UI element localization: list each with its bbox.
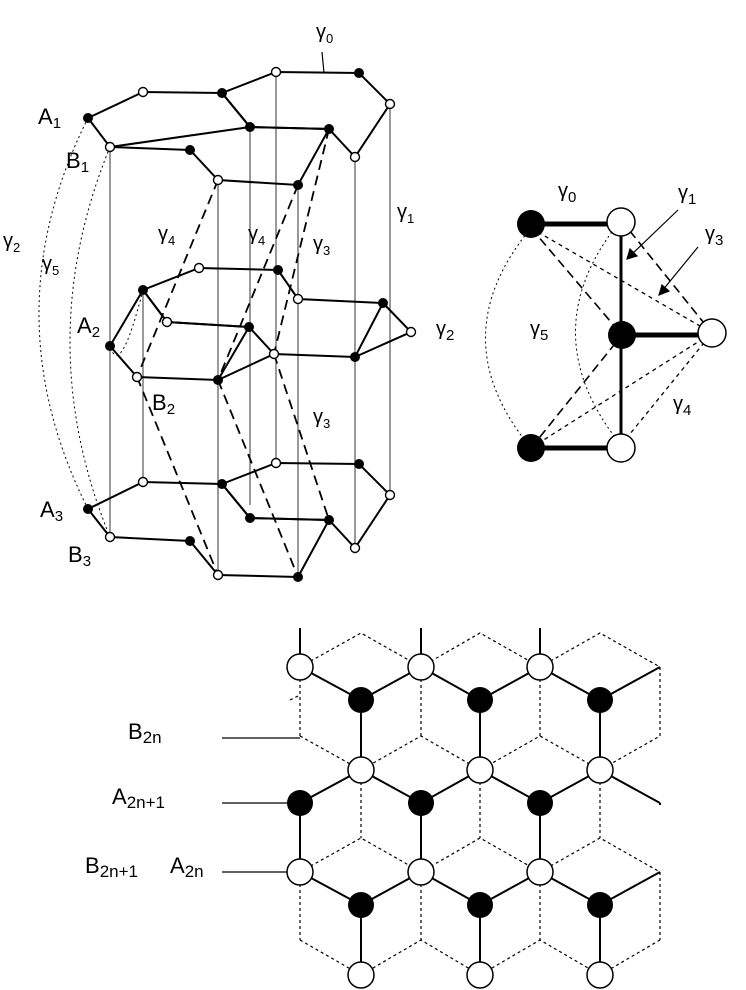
label-gamma4-b: γ4 [248, 223, 265, 248]
label-gamma3-a: γ3 [313, 233, 330, 258]
gamma0-leader [321, 51, 325, 74]
right-arrows [626, 209, 699, 297]
label-gamma5: γ5 [42, 253, 59, 278]
dotted-lattice [289, 632, 661, 976]
right-label-gamma4: γ4 [673, 393, 691, 419]
hopping-parameters-panel: γ0 γ1 γ3 γ2 γ5 γ4 [436, 180, 727, 463]
filled-atoms-left [83, 68, 388, 582]
open-atoms-left [104, 66, 417, 581]
right-dotted-arcs [485, 219, 622, 449]
label-gamma4-a: γ4 [158, 223, 175, 248]
label-A2: A2 [77, 313, 100, 341]
label-A1: A1 [38, 104, 61, 132]
stacked-layers-panel: γ0 γ1 γ2 γ5 γ4 γ4 γ3 γ3 A1 B1 A2 B2 A3 B… [3, 21, 417, 582]
label-gamma1: γ1 [397, 201, 414, 226]
right-label-gamma2: γ2 [436, 318, 454, 344]
right-filled-atom-bottom [517, 434, 545, 462]
right-filled-atom-top [517, 210, 545, 238]
layer-1-bonds [87, 70, 392, 187]
label-gamma3-b: γ3 [313, 406, 330, 431]
right-label-gamma5: γ5 [530, 318, 548, 344]
open-atoms-bottom [286, 653, 614, 989]
dotted-long-range-bonds [38, 117, 144, 538]
right-label-gamma0: γ0 [558, 180, 576, 206]
right-label-gamma1: γ1 [678, 182, 696, 208]
layer-3-bonds [86, 461, 392, 579]
right-open-atom-top [606, 207, 636, 237]
label-B3: B3 [68, 542, 91, 570]
right-filled-atom-mid [608, 321, 636, 349]
bottom-label-B2n: B2n [128, 719, 162, 747]
honeycomb-top-view-panel: B2n A2n+1 B2n+1 A2n [85, 628, 661, 989]
label-gamma0: γ0 [316, 21, 333, 46]
layer-2-bonds [108, 266, 413, 382]
label-B1: B1 [66, 148, 89, 176]
right-open-atom-bottom [606, 433, 636, 463]
right-open-atom-right [697, 318, 727, 348]
label-B2: B2 [152, 390, 175, 418]
bottom-label-B2n1: B2n+1 [85, 853, 138, 881]
filled-atoms-bottom [287, 687, 613, 918]
right-label-gamma3: γ3 [705, 223, 723, 249]
interlayer-dashed-bonds [136, 128, 330, 578]
left-labels: γ0 γ1 γ2 γ5 γ4 γ4 γ3 γ3 A1 B1 A2 B2 A3 B… [3, 21, 414, 570]
solid-lattice [289, 628, 661, 975]
bottom-label-A2n1: A2n+1 [112, 784, 165, 812]
bottom-label-A2n: A2n [170, 853, 204, 881]
label-A3: A3 [40, 497, 63, 525]
right-dashed-bonds [530, 219, 713, 449]
label-gamma2: γ2 [3, 230, 20, 255]
bottom-leaders [222, 737, 300, 873]
